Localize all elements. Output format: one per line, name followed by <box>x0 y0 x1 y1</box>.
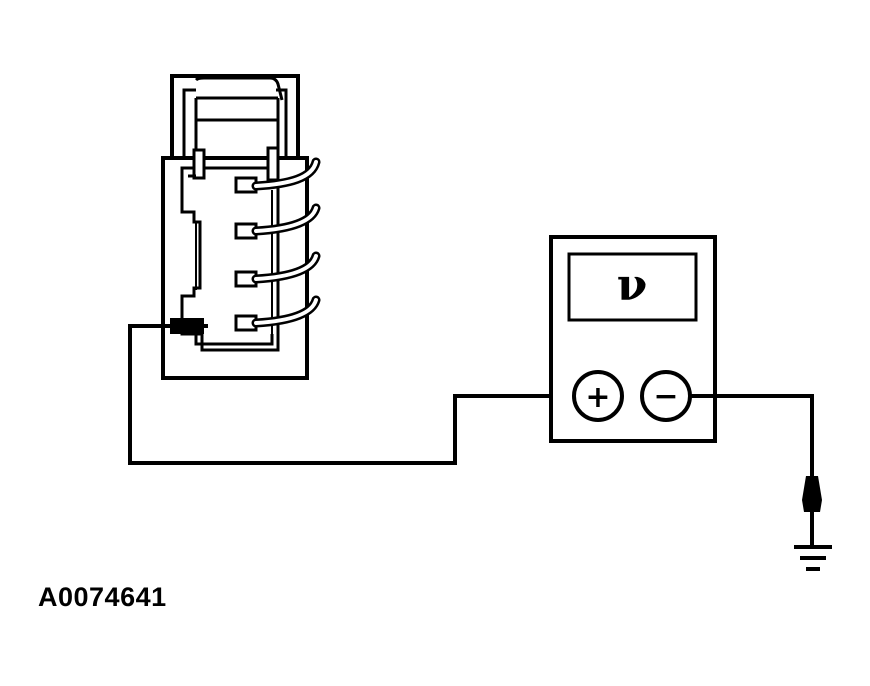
voltmeter-display <box>567 252 698 322</box>
connector-icon <box>161 74 321 380</box>
probe-icon <box>168 318 208 334</box>
ground-icon <box>794 545 832 571</box>
negative-test-lead <box>690 394 814 476</box>
ground-probe-icon <box>802 476 822 546</box>
voltmeter-icon: ν + − <box>549 235 717 443</box>
positive-terminal <box>572 370 624 422</box>
positive-terminal-label: + <box>585 380 610 415</box>
figure-reference-id: A0074641 <box>38 582 167 612</box>
voltmeter-display-label: ν <box>617 260 648 311</box>
negative-terminal-label: − <box>653 379 678 414</box>
positive-test-lead <box>128 324 574 465</box>
